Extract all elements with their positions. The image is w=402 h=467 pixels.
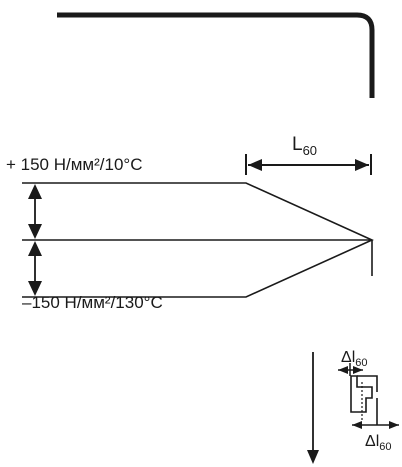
l60-label: L60 — [292, 134, 317, 158]
movement-arrowhead — [307, 450, 319, 464]
pipe-shift-sketch-outer — [350, 375, 373, 413]
bottom-stress-label: –150 Н/мм²/130°C — [22, 293, 163, 312]
delta-l60-bottom-label: Δl60 — [365, 433, 392, 453]
upper-stress-arrowhead-bottom — [28, 224, 42, 239]
l60-arrow-left — [248, 159, 262, 171]
delta-top-arrow-right — [353, 366, 363, 374]
lower-stress-arrowhead-bottom — [28, 281, 42, 296]
lower-stress-arrowhead-top — [28, 241, 42, 256]
upper-stress-arrowhead-top — [28, 184, 42, 199]
top-stress-label: + 150 Н/мм²/10°C — [6, 155, 142, 174]
l60-arrow-right — [355, 159, 369, 171]
delta-bottom-arrow-right — [389, 421, 399, 429]
pipe-shift-sketch-inner — [357, 375, 378, 425]
delta-top-arrow-left — [338, 366, 348, 374]
pipe-elbow — [57, 12, 375, 98]
delta-l60-top-label: Δl60 — [341, 349, 368, 369]
delta-bottom-arrow-left — [352, 421, 362, 429]
